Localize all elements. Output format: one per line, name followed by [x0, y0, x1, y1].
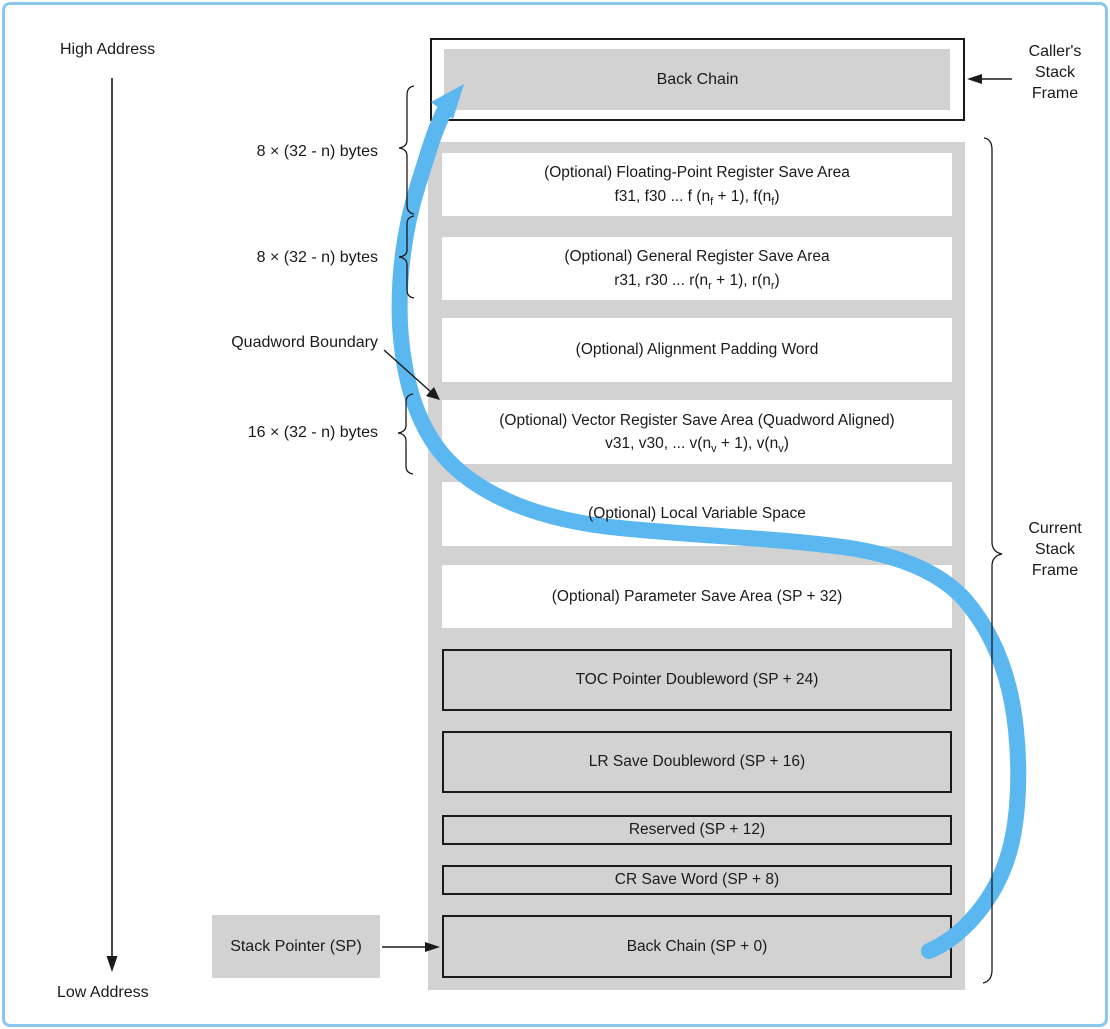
current-frame-line3: Frame [1031, 562, 1079, 579]
quadword-boundary-label: Quadword Boundary [231, 334, 378, 351]
current-frame-line2: Stack [1034, 541, 1075, 558]
address-axis-arrowhead [106, 956, 118, 972]
vec-size-brace [397, 393, 414, 475]
stack-pointer-label: Stack Pointer (SP) [230, 937, 362, 955]
stack-row-label: CR Save Word (SP + 8) [614, 871, 780, 889]
stack-row-parameter-save-area: (Optional) Parameter Save Area (SP + 32) [442, 565, 952, 628]
vec-size-label: 16 × (32 - n) bytes [247, 424, 378, 441]
callers-stack-frame-label: Caller's Stack Frame [1013, 41, 1097, 104]
stack-row-back-chain-sp0: Back Chain (SP + 0) [442, 915, 952, 978]
fp-size-label: 8 × (32 - n) bytes [256, 143, 378, 160]
caller-frame-arrowhead [967, 74, 982, 84]
low-address-label: Low Address [57, 984, 149, 1001]
stack-row-label: (Optional) Vector Register Save Area (Qu… [499, 411, 895, 456]
caller-back-chain-label: Back Chain [656, 70, 739, 88]
stack-row-label: Back Chain (SP + 0) [626, 937, 768, 955]
current-frame-brace [982, 137, 1003, 984]
stack-row-label: Reserved (SP + 12) [628, 821, 766, 839]
current-frame-line1: Current [1028, 520, 1082, 537]
address-axis-arrow [106, 78, 118, 972]
stack-row-vector-register-save-area: (Optional) Vector Register Save Area (Qu… [442, 400, 952, 464]
stack-row-toc-pointer-doubleword: TOC Pointer Doubleword (SP + 24) [442, 649, 952, 711]
stack-pointer-box: Stack Pointer (SP) [212, 915, 380, 978]
caller-back-chain-fill [444, 49, 950, 110]
stack-row-label: (Optional) Floating-Point Register Save … [544, 164, 850, 208]
stack-row-label: (Optional) Local Variable Space [588, 505, 806, 523]
gr-size-brace [398, 215, 415, 299]
stack-row-cr-save-word: CR Save Word (SP + 8) [442, 865, 952, 895]
current-stack-frame-label: Current Stack Frame [1013, 518, 1097, 581]
stack-row-label: LR Save Doubleword (SP + 16) [588, 753, 806, 771]
stack-row-fp-register-save-area: (Optional) Floating-Point Register Save … [442, 153, 952, 216]
stack-row-label: (Optional) Alignment Padding Word [575, 341, 819, 359]
fp-size-brace [398, 85, 415, 215]
callers-frame-line1: Caller's [1028, 43, 1082, 60]
caller-frame-arrow [967, 74, 1012, 84]
stack-row-label: TOC Pointer Doubleword (SP + 24) [575, 671, 819, 689]
callers-frame-line3: Frame [1031, 85, 1079, 102]
high-address-label: High Address [60, 41, 156, 58]
stack-row-lr-save-doubleword: LR Save Doubleword (SP + 16) [442, 731, 952, 793]
stack-row-label: (Optional) Parameter Save Area (SP + 32) [551, 587, 843, 605]
gr-size-label: 8 × (32 - n) bytes [256, 249, 378, 266]
callers-frame-line2: Stack [1034, 64, 1075, 81]
stack-row-local-variable-space: (Optional) Local Variable Space [442, 482, 952, 546]
stack-row-reserved: Reserved (SP + 12) [442, 815, 952, 845]
caller-back-chain-box [430, 38, 965, 121]
quadword-boundary-arrow-line [383, 349, 432, 393]
stack-row-alignment-padding-word: (Optional) Alignment Padding Word [442, 318, 952, 382]
